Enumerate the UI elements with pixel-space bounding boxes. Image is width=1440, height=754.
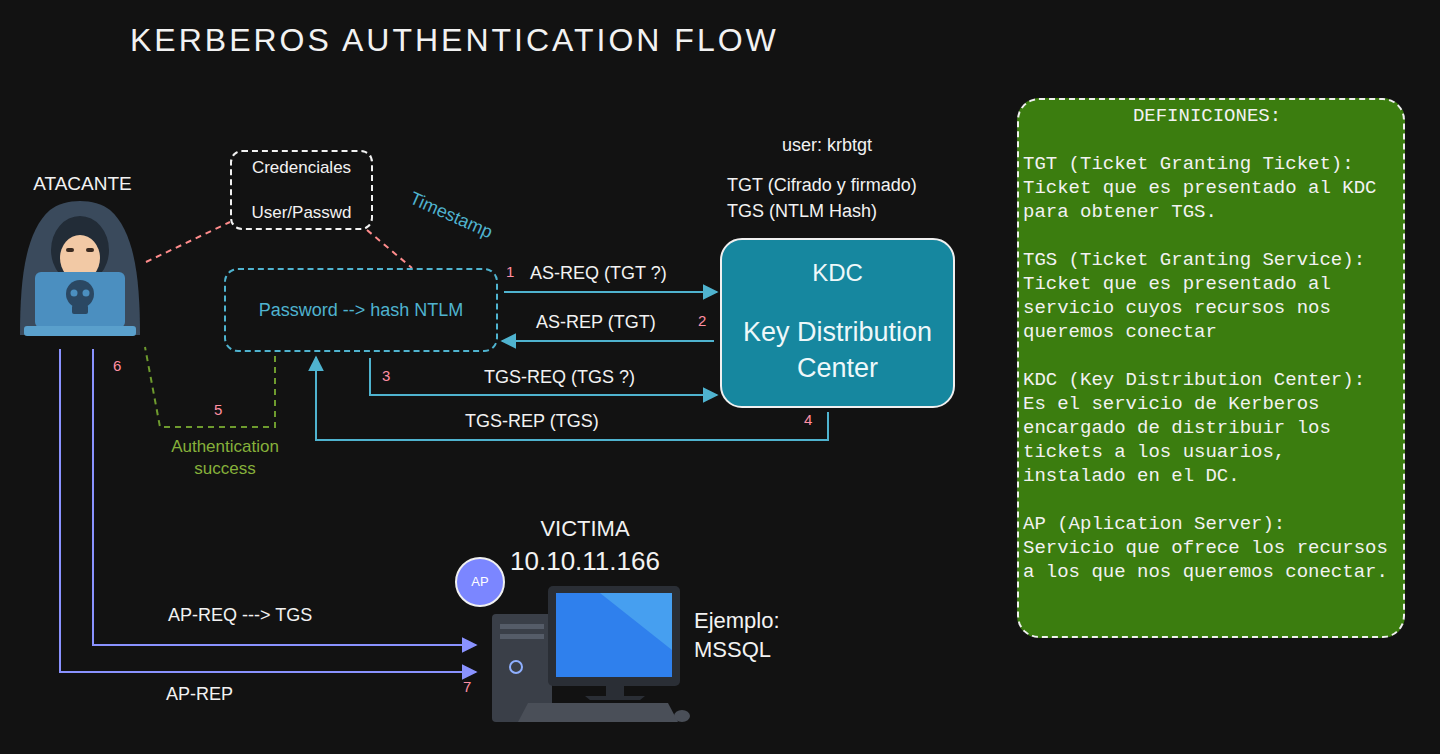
- node-heading: Credenciales: [238, 157, 365, 178]
- node-heading: AP: [471, 574, 488, 590]
- annotation: TGS (NTLM Hash): [727, 200, 877, 223]
- connector-line: [504, 291, 717, 293]
- edge-label: AP-REP: [166, 683, 233, 706]
- hood-shape: [20, 201, 140, 335]
- edge-label: AS-REP (TGT): [536, 311, 656, 334]
- connector-line: [93, 349, 476, 645]
- monitor-stand: [606, 686, 624, 696]
- node-text: Es el servicio de Kerberos encargado de …: [1023, 392, 1391, 488]
- node-heading: DEFINICIONES:: [1023, 104, 1391, 128]
- laptop-base: [24, 326, 136, 336]
- connector-line: [146, 222, 230, 262]
- callout-number: 6: [113, 356, 121, 376]
- credentials-box: CredencialesUser/Passwd: [230, 150, 373, 230]
- edge-label: Timestamp: [404, 186, 497, 244]
- connector-line: [370, 358, 717, 395]
- edge-label: TGS-REP (TGS): [465, 410, 599, 433]
- attacker-icon: [20, 201, 140, 336]
- callout-number: 3: [382, 366, 390, 386]
- node-heading: VICTIMA: [480, 515, 690, 543]
- connector-line: [145, 347, 275, 427]
- process-box: Password --> hash NTLM: [224, 268, 498, 352]
- annotation: Ejemplo: MSSQL: [694, 606, 804, 664]
- definitions-panel: DEFINICIONES: TGT (Ticket Granting Ticket…: [1017, 98, 1405, 638]
- skull-symbol: [66, 280, 94, 308]
- mouse-shape: [674, 710, 690, 722]
- laptop-lid: [35, 272, 125, 328]
- node-text: Ticket que es presentado al KDC para obt…: [1023, 176, 1391, 224]
- computer-icon: [492, 586, 690, 722]
- edge-label: Authentication success: [150, 436, 300, 480]
- victim-host: VICTIMA10.10.11.166AP: [480, 515, 690, 728]
- node-text: Ticket que es presentado al servicio cuy…: [1023, 272, 1391, 344]
- annotation: user: krbtgt: [782, 134, 872, 157]
- skull-eye: [83, 290, 90, 297]
- connector-line: [60, 349, 476, 672]
- connector-group: [60, 222, 828, 672]
- node-text: TGT (Ticket Granting Ticket):: [1023, 152, 1391, 176]
- node-heading: KDC: [727, 258, 948, 288]
- node-text: 10.10.11.166: [480, 545, 690, 578]
- connector-line: [502, 340, 714, 342]
- monitor-frame: [548, 586, 680, 686]
- node-text: Key Distribution Center: [727, 314, 948, 386]
- node-text: TGS (Ticket Granting Service):: [1023, 248, 1391, 272]
- eye-shape: [66, 248, 74, 252]
- callout-number: 4: [804, 410, 812, 430]
- eye-shape: [86, 248, 94, 252]
- skull-jaw: [72, 305, 88, 314]
- edge-label: AP-REQ ---> TGS: [168, 604, 312, 627]
- node-text: KDC (Key Distribution Center):: [1023, 368, 1391, 392]
- callout-number: 5: [214, 400, 222, 420]
- annotation: TGT (Cifrado y firmado): [727, 174, 917, 197]
- edge-label: TGS-REQ (TGS ?): [484, 366, 635, 389]
- keyboard-shape: [518, 703, 678, 722]
- edge-label: AS-REQ (TGT ?): [530, 262, 667, 285]
- callout-number: 2: [698, 311, 706, 331]
- callout-number: 1: [506, 262, 514, 282]
- monitor-base: [585, 696, 645, 700]
- skull-eye: [71, 290, 78, 297]
- drive-slot: [500, 634, 544, 639]
- node-text: User/Passwd: [238, 202, 365, 223]
- connector-line: [367, 230, 412, 268]
- node-text: AP (Aplication Server):: [1023, 512, 1391, 536]
- screen-glare: [600, 593, 672, 650]
- diagram-title: KERBEROS AUTHENTICATION FLOW: [130, 22, 779, 59]
- monitor-screen: [556, 593, 672, 677]
- drive-slot: [500, 624, 544, 629]
- service-circle: AP: [455, 557, 505, 607]
- attacker-actor: ATACANTE: [15, 172, 150, 345]
- node-heading: Password --> hash NTLM: [259, 299, 464, 322]
- callout-number: 7: [463, 677, 471, 697]
- power-button: [510, 661, 522, 673]
- node-text: Servicio que ofrece los recursos a los q…: [1023, 536, 1391, 584]
- node-heading: ATACANTE: [15, 172, 150, 196]
- kdc-server-box: KDC Key Distribution Center: [720, 238, 955, 408]
